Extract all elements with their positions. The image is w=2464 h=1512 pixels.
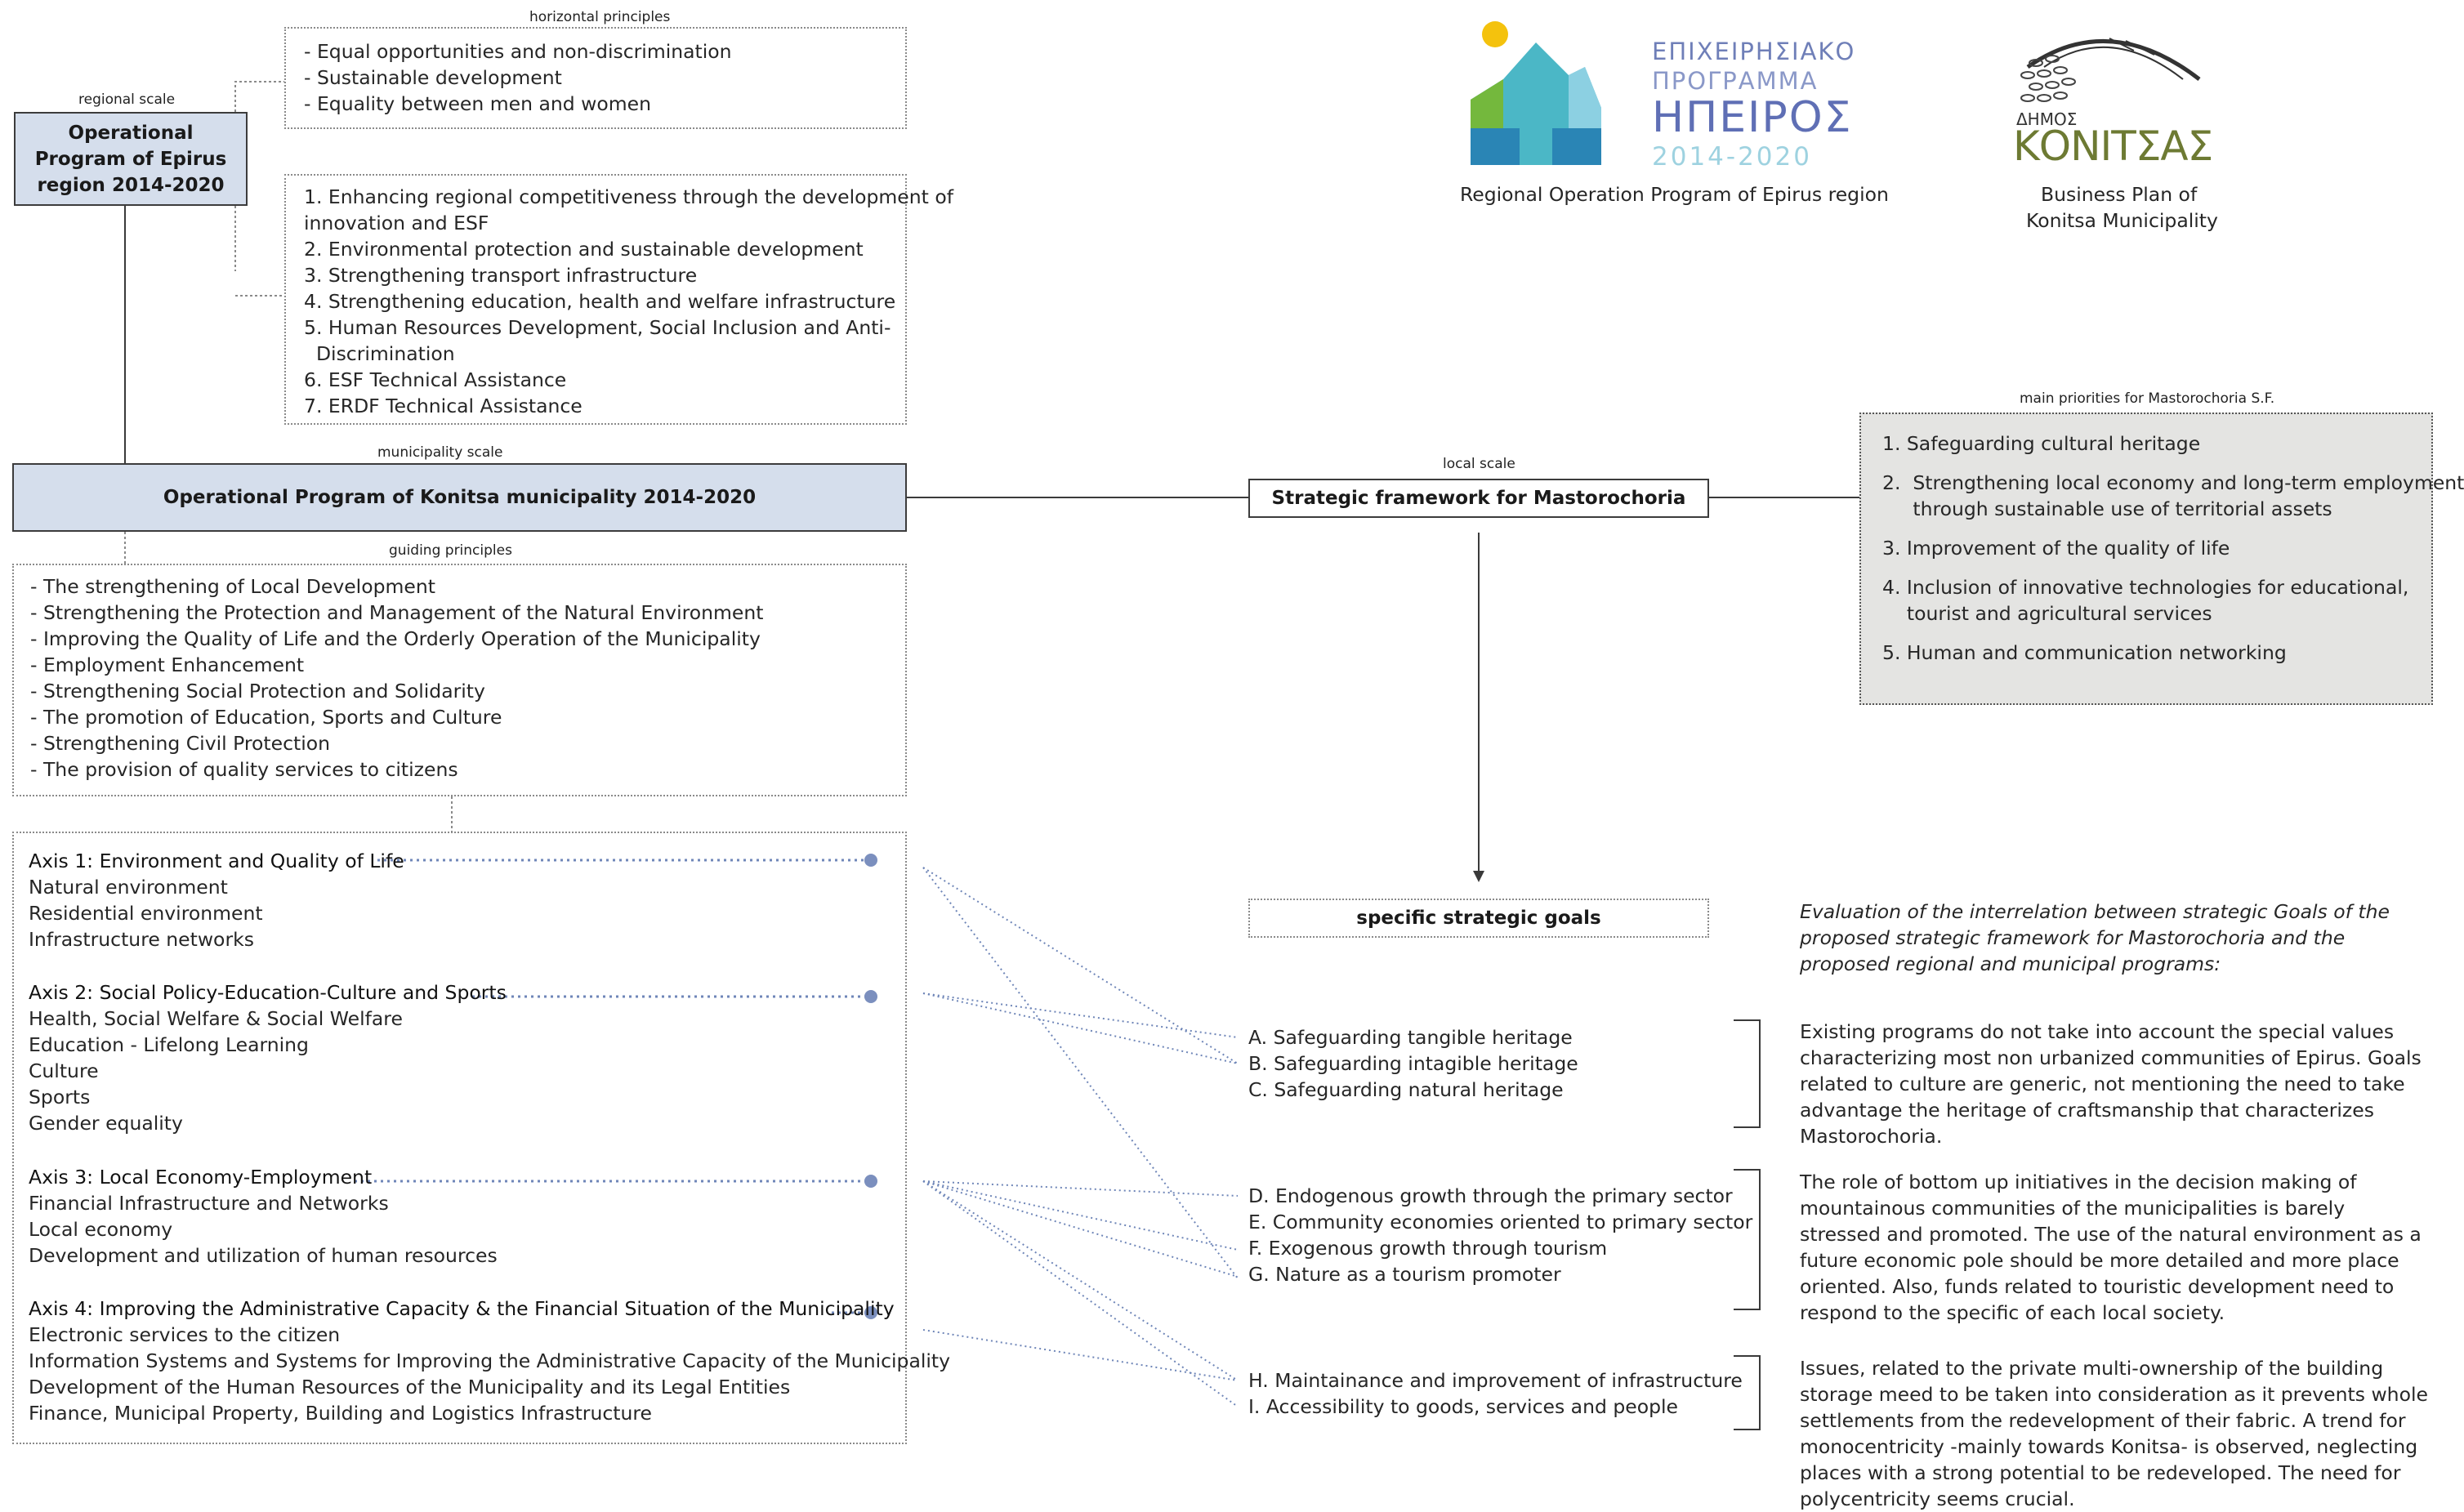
axis-4-title: Axis 4: Improving the Administrative Cap… <box>29 1297 895 1320</box>
specific-goals-title: specific strategic goals <box>1356 908 1601 929</box>
epirus-logo-mark-icon <box>1471 21 1601 165</box>
axis-item: Health, Social Welfare & Social Welfare <box>29 1007 403 1030</box>
specific-goals-box: specific strategic goals <box>1248 899 1709 938</box>
priority-axis-item: 3. Strengthening transport infrastructur… <box>304 264 698 287</box>
epirus-logo-line4: 2014-2020 <box>1652 142 1812 172</box>
axis-item: Development of the Human Resources of th… <box>29 1376 791 1398</box>
guiding-principle-item: - Employment Enhancement <box>30 653 305 676</box>
regional-scale-label: regional scale <box>78 91 176 108</box>
axis-item: Sports <box>29 1086 91 1108</box>
evaluation-heritage: Existing programs do not take into accou… <box>1800 1020 2422 1148</box>
priority-axis-item: 7. ERDF Technical Assistance <box>304 395 583 417</box>
axis-item: Culture <box>29 1059 99 1082</box>
epirus-logo-caption: Regional Operation Program of Epirus reg… <box>1460 183 1889 206</box>
epirus-logo-line3: ΗΠΕΙΡΟΣ <box>1652 93 1853 142</box>
axis-item: Gender equality <box>29 1112 183 1135</box>
axis-item: Residential environment <box>29 902 263 925</box>
main-priority-item: 2. Strengthening local economy and long-… <box>1882 471 2464 494</box>
axis-1-group: Axis 1: Environment and Quality of Life … <box>29 848 404 952</box>
bridge-icon <box>2020 38 2201 102</box>
goal-e: E. Community economies oriented to prima… <box>1248 1211 1753 1233</box>
priority-axes-box: 1. Enhancing regional competitiveness th… <box>284 174 953 425</box>
horizontal-principle-item: - Sustainable development <box>304 66 562 89</box>
axis-item: Electronic services to the citizen <box>29 1323 341 1346</box>
evaluation-infrastructure: Issues, related to the private multi-own… <box>1800 1357 2428 1510</box>
guiding-principle-item: - Strengthening Civil Protection <box>30 732 331 755</box>
priority-axis-item: innovation and ESF <box>304 212 489 234</box>
axis-3-title: Axis 3: Local Economy-Employment <box>29 1166 373 1189</box>
main-priority-item: 5. Human and communication networking <box>1882 641 2287 664</box>
priority-axis-item: 6. ESF Technical Assistance <box>304 368 567 391</box>
priority-axis-item: 4. Strengthening education, health and w… <box>304 290 896 313</box>
axis-3-group: Axis 3: Local Economy-Employment Financi… <box>29 1164 498 1269</box>
axis-item: Finance, Municipal Property, Building an… <box>29 1402 652 1425</box>
konitsa-program-title: Operational Program of Konitsa municipal… <box>163 487 757 508</box>
axis-item: Natural environment <box>29 876 228 899</box>
guiding-principle-item: - The promotion of Education, Sports and… <box>30 706 502 729</box>
konitsa-logo-line1: ΔΗΜΟΣ <box>2016 109 2078 129</box>
epirus-logo-line1: ΕΠΙΧΕΙΡΗΣΙΑΚΟ <box>1652 38 1856 65</box>
main-priority-item: 1. Safeguarding cultural heritage <box>1882 432 2201 455</box>
guiding-principle-item: - Strengthening Social Protection and So… <box>30 680 485 702</box>
strategic-framework-title: Strategic framework for Mastorochoria <box>1271 488 1686 509</box>
guiding-principles-label: guiding principles <box>389 542 512 559</box>
municipality-scale-label: municipality scale <box>377 444 503 461</box>
priority-axis-item: 2. Environmental protection and sustaina… <box>304 238 864 261</box>
goal-b: B. Safeguarding intagible heritage <box>1248 1052 1578 1075</box>
local-scale-label: local scale <box>1443 456 1515 472</box>
main-priority-item: 4. Inclusion of innovative technologies … <box>1882 576 2409 599</box>
epirus-logo: ΕΠΙΧΕΙΡΗΣΙΑΚΟ ΠΡΟΓΡΑΜΜΑ ΗΠΕΙΡΟΣ 2014-202… <box>1471 18 1863 173</box>
goal-g: G. Nature as a tourism promoter <box>1248 1263 1561 1286</box>
axis-4-group: Axis 4: Improving the Administrative Cap… <box>29 1296 950 1426</box>
horizontal-principles-label: horizontal principles <box>529 9 671 25</box>
epirus-logo-line2: ΠΡΟΓΡΑΜΜΑ <box>1652 67 1819 95</box>
main-priority-item: tourist and agricultural services <box>1882 602 2212 625</box>
axis-item: Information Systems and Systems for Impr… <box>29 1349 951 1372</box>
strategic-framework-box: Strategic framework for Mastorochoria <box>1248 479 1709 518</box>
goals-group-infrastructure: H. Maintainance and improvement of infra… <box>1248 1367 1743 1420</box>
goal-d: D. Endogenous growth through the primary… <box>1248 1184 1733 1207</box>
goal-h: H. Maintainance and improvement of infra… <box>1248 1369 1743 1392</box>
goal-f: F. Exogenous growth through tourism <box>1248 1237 1608 1260</box>
axis-item: Infrastructure networks <box>29 928 254 951</box>
konitsa-logo-caption-1: Business Plan of <box>2041 183 2198 206</box>
guiding-principle-item: - Improving the Quality of Life and the … <box>30 627 761 650</box>
goal-a: A. Safeguarding tangible heritage <box>1248 1026 1573 1049</box>
priority-axis-item: Discrimination <box>304 342 455 365</box>
konitsa-logo-line2: ΚΟΝΙΤΣΑΣ <box>2013 123 2213 170</box>
axis-item: Education - Lifelong Learning <box>29 1033 309 1056</box>
konitsa-logo-caption-2: Konitsa Municipality <box>2026 209 2218 232</box>
main-priority-item: through sustainable use of territorial a… <box>1882 497 2332 520</box>
epirus-program-title: Operational Program of Epirus region 201… <box>34 122 227 196</box>
konitsa-program-box: Operational Program of Konitsa municipal… <box>12 463 907 532</box>
axis-2-group: Axis 2: Social Policy-Education-Culture … <box>29 979 507 1136</box>
goal-c: C. Safeguarding natural heritage <box>1248 1078 1564 1101</box>
main-priorities-label: main priorities for Mastorochoria S.F. <box>2020 390 2275 407</box>
axes-box <box>12 832 907 1444</box>
guiding-principle-item: - The strengthening of Local Development <box>30 575 435 598</box>
horizontal-principles-box: - Equal opportunities and non-discrimina… <box>284 27 907 129</box>
guiding-principles-box: - The strengthening of Local Development… <box>12 564 907 796</box>
goal-i: I. Accessibility to goods, services and … <box>1248 1395 1679 1418</box>
konitsa-logo: ΔΗΜΟΣ ΚΟΝΙΤΣΑΣ <box>2011 18 2213 173</box>
priority-axis-item: 1. Enhancing regional competitiveness th… <box>304 185 953 208</box>
axis-1-title: Axis 1: Environment and Quality of Life <box>29 850 404 872</box>
evaluation-intro: Evaluation of the interrelation between … <box>1800 900 2390 975</box>
axis-item: Local economy <box>29 1218 173 1241</box>
axis-item: Financial Infrastructure and Networks <box>29 1192 389 1215</box>
evaluation-growth: The role of bottom up initiatives in the… <box>1800 1171 2422 1324</box>
main-priority-item: 3. Improvement of the quality of life <box>1882 537 2230 560</box>
priority-axis-item: 5. Human Resources Development, Social I… <box>304 316 891 339</box>
connector-layer <box>124 81 1859 1430</box>
epirus-program-box: Operational Program of Epirus region 201… <box>14 112 248 206</box>
guiding-principle-item: - Strengthening the Protection and Manag… <box>30 601 764 624</box>
guiding-principle-item: - The provision of quality services to c… <box>30 758 458 781</box>
goals-group-growth: D. Endogenous growth through the primary… <box>1248 1183 1752 1287</box>
goals-group-heritage: A. Safeguarding tangible heritage B. Saf… <box>1248 1024 1578 1103</box>
axis-item: Development and utilization of human res… <box>29 1244 498 1267</box>
axis-2-title: Axis 2: Social Policy-Education-Culture … <box>29 981 507 1004</box>
horizontal-principle-item: - Equality between men and women <box>304 92 651 115</box>
main-priorities-box: 1. Safeguarding cultural heritage 2. Str… <box>1859 413 2464 705</box>
horizontal-principle-item: - Equal opportunities and non-discrimina… <box>304 40 732 63</box>
